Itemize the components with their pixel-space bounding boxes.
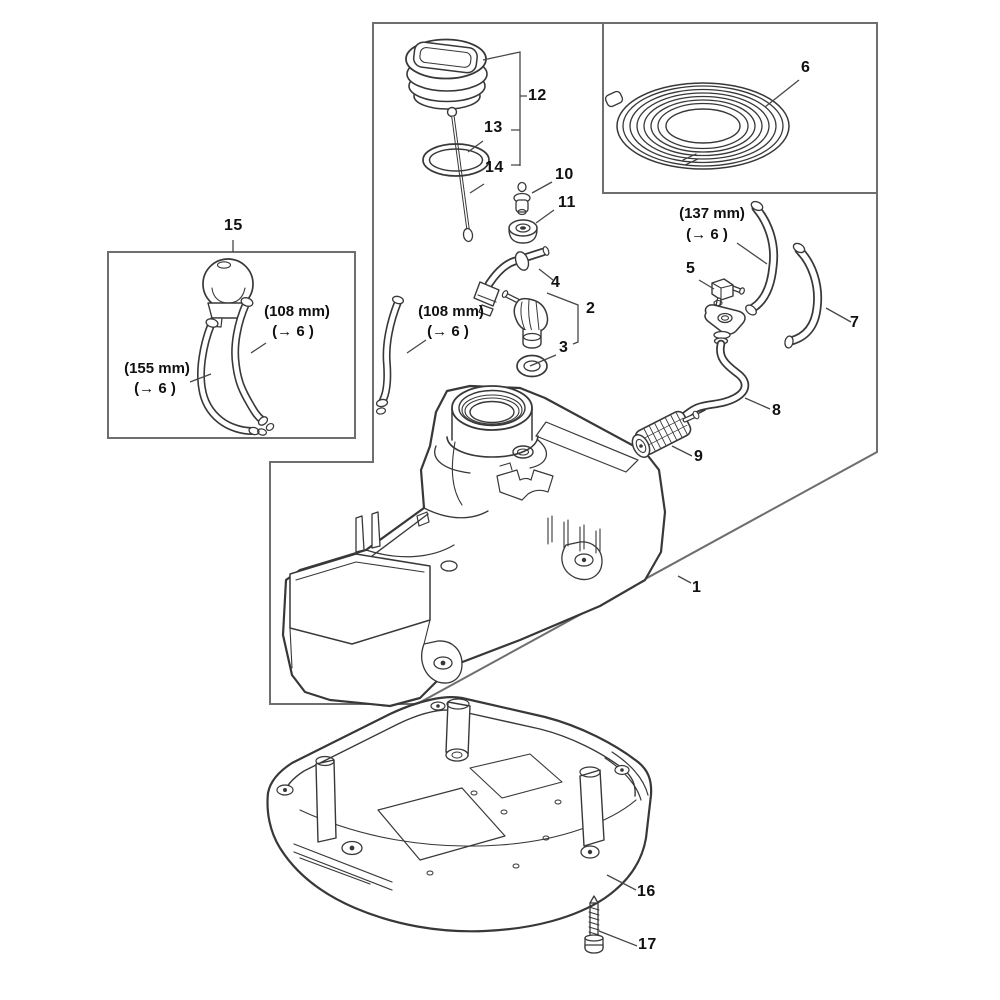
dim-137mm-ref: (→ 6 ): [686, 226, 728, 243]
callout-16: 16: [637, 883, 656, 900]
callout-17: 17: [638, 936, 657, 953]
dim-108mm-left-ref: (→ 6 ): [272, 323, 314, 340]
valve-10: [513, 181, 531, 216]
callout-3: 3: [559, 339, 569, 356]
callout-4: 4: [551, 274, 561, 291]
callout-7: 7: [850, 314, 860, 331]
fuel-tank-1: [281, 384, 667, 708]
tank-housing-16: [266, 696, 653, 933]
grommet-11: [508, 219, 538, 244]
dim-137mm-text: (137 mm): [679, 205, 745, 222]
hose-137: [745, 200, 779, 316]
hose-155: [197, 318, 268, 436]
dim-108mm-left-text: (108 mm): [264, 303, 330, 320]
callout-1: 1: [692, 579, 702, 596]
leader-lines: [189, 51, 852, 947]
elbow-hose-4: [473, 246, 550, 317]
callout-15: 15: [224, 217, 243, 234]
hose-108-middle: [375, 295, 405, 415]
retainer-pin-13: [446, 106, 474, 243]
callout-9: 9: [694, 448, 704, 465]
group-boxes: [107, 22, 878, 705]
grommet-3: [516, 354, 548, 378]
coil-sub-box: [602, 23, 877, 194]
callout-5: 5: [686, 260, 696, 277]
callout-11: 11: [558, 194, 576, 211]
fuel-filter-9: [631, 409, 706, 458]
primer-bulb-box: [107, 251, 356, 439]
callout-10: 10: [555, 166, 574, 183]
callout-2: 2: [586, 300, 596, 317]
hose-108-left: [231, 297, 275, 432]
callout-8: 8: [772, 402, 782, 419]
dim-155mm-text: (155 mm): [124, 360, 190, 377]
callout-12: 12: [528, 87, 547, 104]
sealing-ring-14: [422, 143, 490, 177]
callout-14: 14: [485, 159, 504, 176]
primer-bulb-15: [202, 258, 254, 328]
dim-155mm-ref: (→ 6 ): [134, 380, 176, 397]
callout-6: 6: [801, 59, 811, 76]
dim-108mm-middle-text: (108 mm): [418, 303, 484, 320]
hose-7: [784, 242, 823, 349]
callout-13: 13: [484, 119, 503, 136]
fuel-line-coil-6: [604, 82, 790, 170]
screw-17: [584, 895, 604, 954]
dim-108mm-middle-ref: (→ 6 ): [427, 323, 469, 340]
tank-vent-valve-2: [501, 290, 549, 349]
fuel-cap-12: [405, 38, 488, 110]
main-assembly-box: [269, 22, 878, 705]
